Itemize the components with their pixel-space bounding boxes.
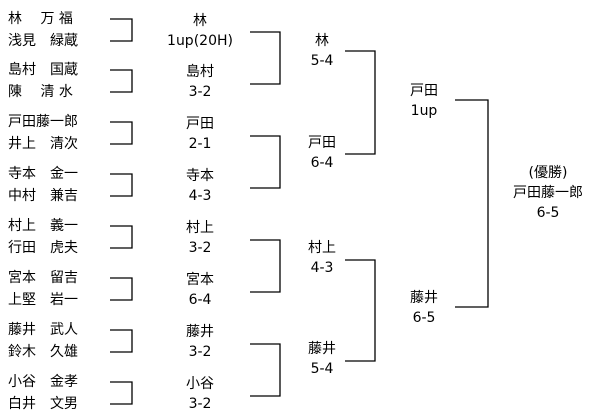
r1-score-7: 3-2 — [188, 344, 212, 360]
r1-winner-2: 島村 — [186, 64, 214, 80]
qf-score-1: 5-4 — [310, 53, 334, 69]
r1-winner-8: 小谷 — [186, 376, 214, 392]
r2-connector-1 — [250, 31, 281, 85]
r1-score-2: 3-2 — [188, 84, 212, 100]
sf-winner-1: 戸田 — [410, 83, 438, 99]
player-12: 上堅 岩一 — [8, 292, 78, 308]
r1-score-3: 2-1 — [188, 136, 212, 152]
player-6: 井上 清次 — [8, 136, 78, 152]
pair-connector-7 — [110, 329, 133, 353]
pair-connector-6 — [110, 277, 133, 301]
sf-connector — [455, 99, 489, 308]
sf-score-1: 1up — [410, 103, 438, 119]
sf-winner-2: 藤井 — [410, 290, 438, 306]
final-score: 6-5 — [536, 205, 560, 221]
r1-score-8: 3-2 — [188, 396, 212, 412]
player-3: 島村 国蔵 — [8, 62, 78, 78]
final-label: (優勝) — [528, 165, 568, 181]
player-4: 陳 清 水 — [8, 84, 73, 100]
r1-winner-1: 林 — [193, 13, 207, 29]
final-winner: 戸田藤一郎 — [513, 185, 583, 201]
pair-connector-5 — [110, 225, 133, 249]
pair-connector-4 — [110, 173, 133, 197]
player-9: 村上 義一 — [8, 218, 78, 234]
r1-score-4: 4-3 — [188, 188, 212, 204]
pair-connector-1 — [110, 18, 133, 42]
qf-winner-4: 藤井 — [308, 341, 336, 357]
r1-winner-3: 戸田 — [186, 116, 214, 132]
r1-score-6: 6-4 — [188, 292, 212, 308]
r2-connector-3 — [250, 239, 281, 293]
player-16: 白井 文男 — [8, 396, 78, 412]
qf-winner-1: 林 — [315, 33, 329, 49]
pair-connector-2 — [110, 69, 133, 93]
r2-connector-2 — [250, 135, 281, 189]
player-7: 寺本 金一 — [8, 166, 78, 182]
player-14: 鈴木 久雄 — [8, 344, 78, 360]
player-2: 浅見 緑蔵 — [8, 33, 78, 49]
player-1: 林 万 福 — [8, 11, 73, 27]
qf-connector-1 — [345, 50, 376, 155]
player-15: 小谷 金孝 — [8, 374, 78, 390]
r1-winner-7: 藤井 — [186, 324, 214, 340]
r1-score-5: 3-2 — [188, 240, 212, 256]
player-13: 藤井 武人 — [8, 322, 78, 338]
qf-connector-2 — [345, 259, 376, 362]
qf-winner-2: 戸田 — [308, 135, 336, 151]
player-10: 行田 虎夫 — [8, 240, 78, 256]
player-5: 戸田藤一郎 — [8, 114, 78, 130]
r1-winner-5: 村上 — [186, 220, 214, 236]
sf-score-2: 6-5 — [412, 310, 436, 326]
qf-winner-3: 村上 — [308, 240, 336, 256]
pair-connector-3 — [110, 121, 133, 145]
r1-winner-4: 寺本 — [186, 168, 214, 184]
player-8: 中村 兼吉 — [8, 188, 78, 204]
player-11: 宮本 留吉 — [8, 270, 78, 286]
r1-score-1: 1up(20H) — [167, 33, 233, 49]
r2-connector-4 — [250, 343, 281, 397]
pair-connector-8 — [110, 381, 133, 405]
qf-score-4: 5-4 — [310, 361, 334, 377]
qf-score-3: 4-3 — [310, 260, 334, 276]
r1-winner-6: 宮本 — [186, 272, 214, 288]
qf-score-2: 6-4 — [310, 155, 334, 171]
